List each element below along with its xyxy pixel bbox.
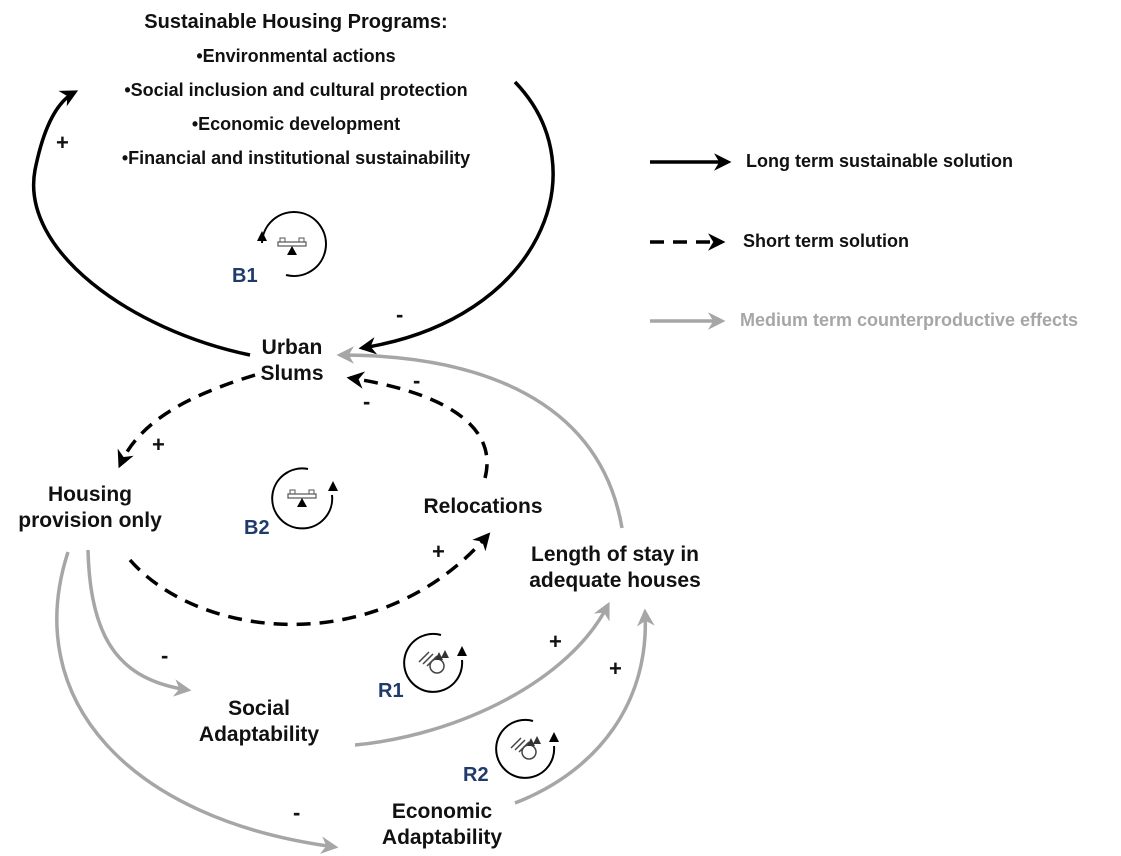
program-item-financial: •Financial and institutional sustainabil…	[121, 148, 471, 168]
sign-relocation-minus-2: -	[363, 389, 371, 414]
arrow-housing-to-social	[86, 549, 192, 697]
loop-r2-icon	[495, 718, 559, 779]
sign-slums-housing-plus: +	[152, 432, 165, 457]
node-economic-adaptability: Economic Adaptability	[382, 799, 502, 851]
node-economic-adaptability-line1: Economic	[391, 800, 493, 823]
node-length-of-stay-line1: Length of stay in	[531, 543, 699, 566]
arrow-relocations-to-slums	[346, 371, 489, 479]
arrow-stay-to-slums	[336, 346, 624, 529]
sign-economic-stay-plus: +	[609, 656, 622, 681]
sign-programs-plus: +	[56, 130, 69, 155]
program-item-environmental: •Environmental actions	[196, 46, 396, 66]
node-housing-provision-line1: Housing	[47, 483, 132, 506]
sign-relocation-minus-1: -	[413, 368, 421, 393]
legend-short-term-label: Short term solution	[743, 231, 909, 251]
program-item-social: •Social inclusion and cultural protectio…	[124, 80, 468, 100]
node-urban-slums-line2: Slums	[260, 362, 324, 385]
sign-housing-relocation-plus: +	[432, 539, 445, 564]
legend-long-term-label: Long term sustainable solution	[746, 151, 1014, 171]
sign-slums-minus-long: -	[396, 302, 404, 327]
loop-label-b1: B1	[232, 265, 258, 287]
node-length-of-stay: Length of stay in adequate houses	[529, 542, 701, 594]
node-social-adaptability-line1: Social	[228, 697, 290, 720]
node-relocations: Relocations	[423, 495, 543, 518]
arrow-economic-to-stay	[514, 608, 655, 805]
node-urban-slums: Urban Slums	[260, 335, 323, 387]
loop-b1-icon	[257, 211, 327, 277]
programs-title: Sustainable Housing Programs:	[144, 11, 448, 33]
arrow-slums-to-housing	[117, 373, 256, 469]
loop-r1-icon	[403, 632, 467, 693]
sign-housing-economic-minus: -	[293, 800, 301, 825]
loop-label-r2: R2	[463, 764, 489, 786]
loop-label-b2: B2	[244, 517, 270, 539]
sign-social-stay-plus: +	[549, 629, 562, 654]
node-housing-provision: Housing provision only	[18, 482, 162, 534]
program-item-economic: •Economic development	[191, 114, 401, 134]
arrow-social-to-stay	[354, 601, 610, 747]
arrow-housing-to-economic	[55, 551, 339, 854]
arrow-slums-to-programs	[31, 90, 251, 357]
node-social-adaptability-line2: Adaptability	[198, 723, 320, 746]
loop-b2-icon	[271, 467, 338, 530]
loop-label-r1: R1	[378, 680, 404, 702]
node-housing-provision-line2: provision only	[18, 509, 162, 532]
sign-housing-social-minus: -	[161, 643, 169, 668]
node-length-of-stay-line2: adequate houses	[529, 569, 701, 592]
arrow-programs-to-slums	[358, 80, 555, 355]
node-urban-slums-line1: Urban	[261, 336, 323, 359]
node-social-adaptability: Social Adaptability	[199, 696, 319, 748]
node-economic-adaptability-line2: Adaptability	[381, 826, 503, 849]
legend-medium-term-label: Medium term counterproductive effects	[740, 310, 1079, 330]
